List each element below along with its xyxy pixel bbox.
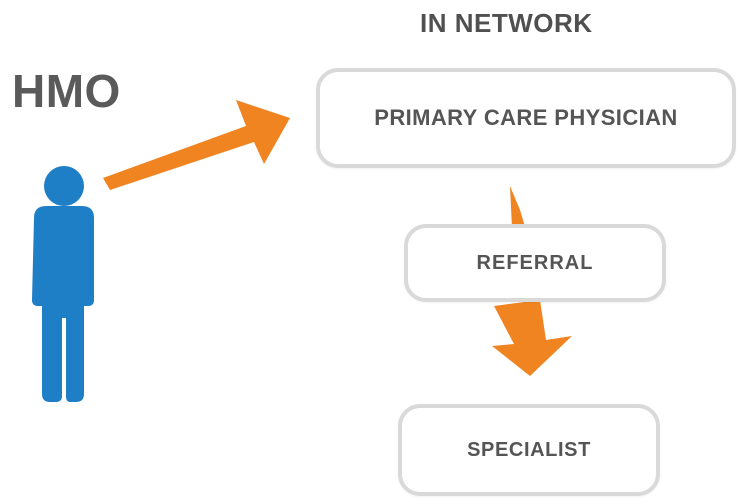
plan-title: HMO (12, 65, 121, 117)
specialist-label: SPECIALIST (467, 438, 591, 461)
primary-care-physician-box: PRIMARY CARE PHYSICIAN (316, 68, 736, 168)
referral-label: REFERRAL (476, 251, 594, 274)
primary-care-physician-label: PRIMARY CARE PHYSICIAN (374, 105, 678, 130)
arrow-right-icon (103, 100, 290, 190)
person-icon (32, 166, 94, 402)
arrow-down-icon (510, 186, 526, 230)
referral-box: REFERRAL (404, 224, 666, 302)
arrow-down-icon (492, 300, 572, 376)
network-title: IN NETWORK (420, 8, 593, 38)
specialist-box: SPECIALIST (398, 404, 660, 496)
